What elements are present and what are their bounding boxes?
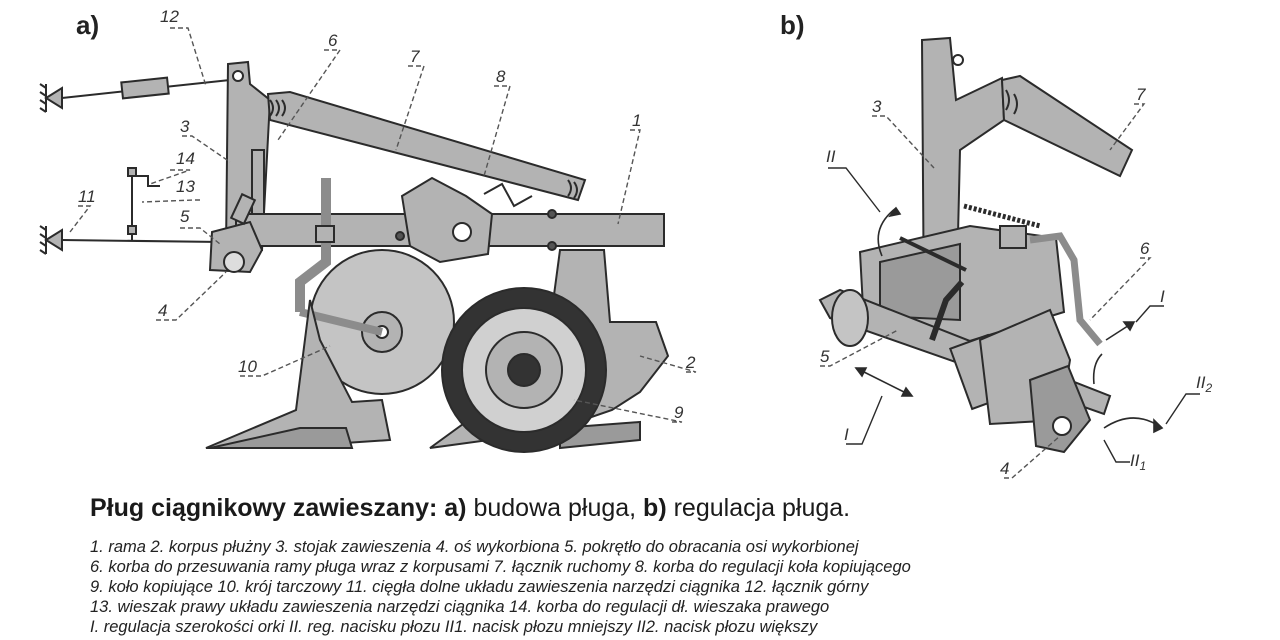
- callout-14: 14: [176, 149, 195, 168]
- caption-a-text: budowa pługa,: [466, 494, 644, 522]
- arrow-II1: [1092, 353, 1103, 385]
- skid-pin: [1052, 416, 1072, 436]
- bolt: [395, 231, 405, 241]
- spring-coil: [269, 99, 578, 199]
- callout-b-II: II: [826, 147, 836, 166]
- panel-a-leaders: [69, 27, 697, 423]
- callout-10: 10: [238, 357, 257, 376]
- knob-handle: [899, 236, 967, 272]
- callout-b-I-right: I: [1160, 287, 1165, 306]
- callout-5: 5: [180, 207, 190, 226]
- arrow-I-left: [855, 367, 913, 397]
- cranked-axle: [223, 251, 245, 273]
- panel-a-drawing: [39, 60, 670, 453]
- landside-front: [209, 427, 354, 449]
- movable-link-b: [1000, 74, 1134, 178]
- axle-knob: [229, 192, 257, 226]
- top-link-turnbuckle: [120, 76, 170, 100]
- callout-1: 1: [632, 111, 641, 130]
- lower-link-rod: [61, 239, 223, 243]
- callout-4: 4: [158, 301, 167, 320]
- wheel-crank-plate: [400, 176, 494, 264]
- callout-12: 12: [160, 7, 179, 26]
- callout-b-5: 5: [820, 347, 830, 366]
- legend-line: I. regulacja szerokości orki II. reg. na…: [90, 618, 818, 636]
- figure-caption: Pług ciągnikowy zawieszany: a) budowa pł…: [90, 494, 850, 523]
- panel-b-label: b): [780, 10, 805, 40]
- wheel-crank-handle: [483, 182, 533, 208]
- legend-line: 1. rama 2. korpus płużny 3. stojak zawie…: [90, 538, 859, 556]
- upper-anchor-icon: [39, 83, 63, 113]
- panel-b-arrows: [854, 206, 1164, 434]
- panel-a-label: a): [76, 10, 100, 40]
- caption-title: Pług ciągnikowy zawieszany:: [90, 494, 438, 522]
- frame-box-inner: [879, 242, 961, 322]
- hanger-top-joint: [127, 167, 137, 177]
- wheel-crank-pivot: [452, 222, 472, 242]
- adjust-screw: [963, 203, 1041, 229]
- callout-b-II1: II1: [1130, 451, 1146, 473]
- parts-legend: 1. rama 2. korpus płużny 3. stojak zawie…: [90, 537, 1210, 637]
- callout-b-7: 7: [1136, 85, 1146, 104]
- callout-b-II2: II2: [1196, 373, 1212, 395]
- callout-b-4: 4: [1000, 459, 1009, 478]
- plough-body-front: [205, 299, 392, 449]
- caption-a-letter: a): [444, 494, 467, 522]
- callout-8: 8: [496, 67, 506, 86]
- callout-b-I-left: I: [844, 425, 849, 444]
- bolt: [547, 209, 557, 219]
- legend-line: 9. koło kopiujące 10. krój tarczowy 11. …: [90, 578, 869, 596]
- frame-shift-crank: [251, 149, 265, 215]
- coulter-arm: [295, 178, 331, 312]
- hanger-crank: [132, 175, 160, 187]
- legend-line: 6. korba do przesuwania ramy pługa wraz …: [90, 558, 911, 576]
- legend-line: 13. wieszak prawy układu zawieszenia nar…: [90, 598, 830, 616]
- caption-b-letter: b): [643, 494, 667, 522]
- mast-b-pin: [952, 54, 964, 66]
- spring-b: [1005, 89, 1018, 115]
- mast-pin: [232, 70, 244, 82]
- callout-b-6: 6: [1140, 239, 1150, 258]
- callout-7: 7: [410, 47, 420, 66]
- bolt: [547, 241, 557, 251]
- lower-anchor-icon: [39, 225, 63, 255]
- panel-a-callouts: 12 6 7 8 1 3 14 13 11 5 4 10 2 9: [78, 7, 696, 422]
- callout-b-3: 3: [872, 97, 882, 116]
- callout-11: 11: [78, 187, 96, 206]
- panel-b-solid-leaders: [828, 167, 1200, 463]
- panel-b-leaders: [820, 103, 1152, 479]
- panel-b-drawing: [818, 36, 1134, 454]
- callout-3: 3: [180, 117, 190, 136]
- callout-9: 9: [674, 403, 684, 422]
- hanger-bottom-joint: [127, 225, 137, 235]
- caption-b-text: regulacja pługa.: [666, 494, 851, 522]
- screw-block: [999, 225, 1027, 249]
- callout-2: 2: [685, 353, 696, 372]
- skid-bracket: [1028, 364, 1092, 454]
- axle-end-left: [831, 289, 869, 347]
- axle-knob-b: [929, 280, 965, 341]
- callout-6: 6: [328, 31, 338, 50]
- gauge-wheel-center: [507, 353, 541, 387]
- arrow-II: [877, 207, 897, 257]
- plough-drawing: 12 6 7 8 1 3 14 13 11 5 4 10 2 9: [39, 7, 1212, 479]
- callout-13: 13: [176, 177, 195, 196]
- frame-shift-crank-b: [1029, 232, 1103, 347]
- coulter-clamp: [315, 225, 335, 243]
